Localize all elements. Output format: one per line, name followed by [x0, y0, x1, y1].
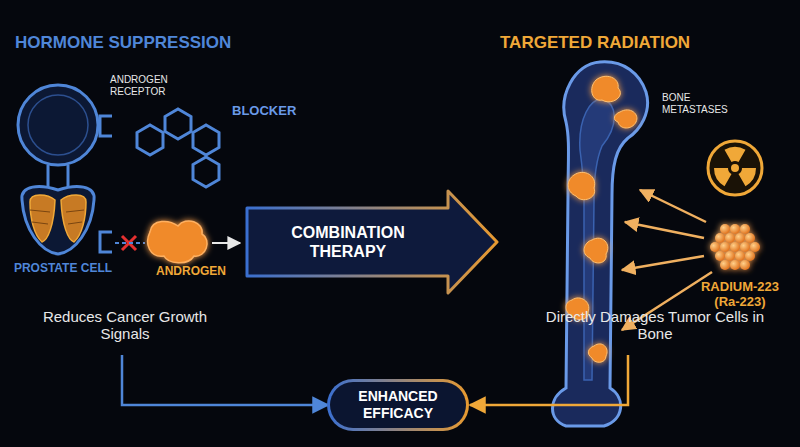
flow-arrow	[212, 242, 240, 244]
arrow-shape	[245, 188, 500, 296]
androgen-receptor	[100, 116, 112, 252]
caption-text: Directly Damages Tumor Cells in Bone	[540, 308, 770, 343]
node-text: COMBINATION THERAPY	[263, 223, 433, 261]
radium-particles	[710, 224, 760, 270]
part-label: PROSTATE CELL	[8, 262, 118, 276]
leader-line	[470, 355, 628, 405]
androgen-molecule	[148, 221, 207, 263]
prostate-cell	[18, 85, 98, 254]
bone	[553, 62, 648, 426]
part-label: BONE METASTASES	[662, 92, 732, 115]
part-label: ANDROGEN RECEPTOR	[110, 74, 184, 97]
caption-text: Reduces Cancer Growth Signals	[25, 308, 225, 343]
part-label: RADIUM-223 (Ra-223)	[688, 280, 792, 310]
radiation-symbol	[708, 141, 762, 195]
blocker-molecule	[137, 109, 219, 187]
part-label: BLOCKER	[232, 104, 322, 119]
leader-line	[122, 355, 328, 405]
combination-arrow: COMBINATION THERAPY	[245, 188, 500, 296]
panel-heading: HORMONE SUPPRESSION	[15, 33, 255, 53]
result-pill: ENHANCED EFFICACY	[327, 379, 469, 431]
panel-heading: TARGETED RADIATION	[500, 33, 740, 53]
part-label: ANDROGEN	[146, 265, 236, 279]
node-text: ENHANCED EFFICACY	[352, 388, 444, 422]
binding-line	[115, 242, 145, 244]
